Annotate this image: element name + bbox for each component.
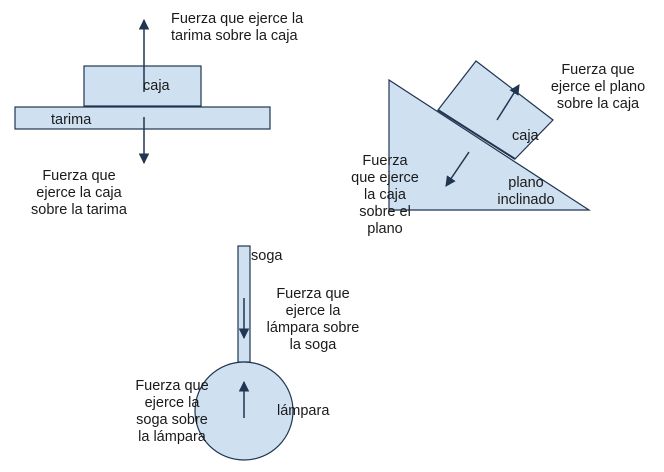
pallet-label: tarima xyxy=(51,112,92,128)
incline-scene xyxy=(388,60,592,211)
force-plane-on-box-label: Fuerza que ejerce el plano sobre la caja xyxy=(550,62,646,112)
incline-box-label: caja xyxy=(512,128,539,144)
inclined-plane-shape xyxy=(388,78,592,211)
box-label: caja xyxy=(143,78,170,94)
rope-label: soga xyxy=(251,248,283,264)
box-on-pallet-scene xyxy=(14,18,271,165)
lamp-scene xyxy=(194,245,294,461)
lamp-label: lámpara xyxy=(277,403,330,419)
inclined-plane-label: plano inclinado xyxy=(497,175,555,208)
plane-contact-line xyxy=(437,109,516,160)
force-down-label: Fuerza que ejerce la caja sobre la tarim… xyxy=(31,168,127,218)
force-box-on-plane-arrow xyxy=(445,151,470,187)
force-rope-on-lamp-label: Fuerza que ejerce la soga sobre la lámpa… xyxy=(135,378,209,445)
force-lamp-on-rope-label: Fuerza que ejerce la lámpara sobre la so… xyxy=(266,286,360,353)
box-shape xyxy=(83,65,202,107)
pallet-shape xyxy=(14,106,271,130)
force-box-on-plane-label: Fuerza que ejerce la caja sobre el plano xyxy=(351,153,419,237)
force-plane-on-box-arrow xyxy=(496,84,520,121)
force-up-label: Fuerza que ejerce la tarima sobre la caj… xyxy=(171,11,304,44)
